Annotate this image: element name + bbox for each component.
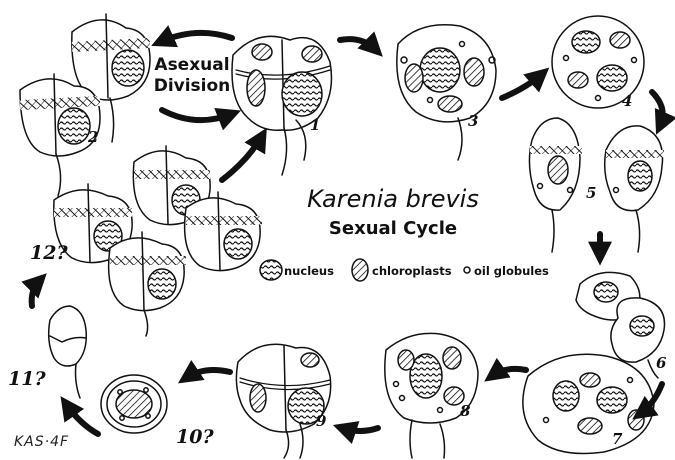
arrow-12-to-1 xyxy=(222,136,262,180)
cell-stage-11 xyxy=(49,306,87,398)
stage-label-1: 1 xyxy=(310,118,320,133)
cell-stage-5 xyxy=(529,118,664,252)
arrow-7-to-8 xyxy=(492,369,526,376)
arrow-11-to-12 xyxy=(32,280,40,306)
stage-label-10: 10? xyxy=(176,428,214,447)
legend: nucleus chloroplasts oil globules xyxy=(258,257,558,283)
cell-stage-3 xyxy=(397,25,496,160)
arrow-1-to-2 xyxy=(160,33,232,42)
arrow-4-to-5 xyxy=(652,92,663,126)
stage-label-9: 9 xyxy=(316,414,326,429)
legend-nucleus-label: nucleus xyxy=(284,264,334,278)
arrow-1-to-3 xyxy=(340,39,376,50)
stage-label-4: 4 xyxy=(622,94,632,109)
asexual-label-line-1: Asexual xyxy=(140,55,244,76)
stage-label-3: 3 xyxy=(468,114,478,129)
cell-stage-7 xyxy=(523,354,654,453)
asexual-label-line-2: Division xyxy=(140,76,244,97)
legend-oil-globules-label: oil globules xyxy=(474,264,549,278)
diagram-subtitle: Sexual Cycle xyxy=(288,217,498,241)
cell-stage-10 xyxy=(101,375,167,433)
cell-stage-9 xyxy=(236,344,330,458)
arrow-3-to-4 xyxy=(502,74,542,98)
cell-stage-8 xyxy=(385,333,478,458)
stage-label-2: 2 xyxy=(88,130,98,145)
cell-stage-2 xyxy=(20,14,150,196)
stage-label-5: 5 xyxy=(586,186,596,201)
legend-chloroplasts-label: chloroplasts xyxy=(372,264,452,278)
arrow-9-to-10 xyxy=(186,370,230,378)
stage-label-8: 8 xyxy=(460,404,470,419)
diagram-title-block: Karenia brevis Sexual Cycle xyxy=(288,185,498,241)
artist-signature: KAS·4F xyxy=(14,434,69,450)
stage-label-6: 6 xyxy=(656,356,666,371)
stage-label-11: 11? xyxy=(8,370,46,389)
diagram-title: Karenia brevis xyxy=(288,185,498,213)
arrow-8-to-9 xyxy=(342,428,378,431)
arrow-10-to-11 xyxy=(66,404,98,434)
stage-label-7: 7 xyxy=(612,432,622,447)
arrow-2-to-1 xyxy=(162,110,232,120)
asexual-division-label: Asexual Division xyxy=(140,55,244,97)
stage-label-12: 12? xyxy=(30,244,68,263)
